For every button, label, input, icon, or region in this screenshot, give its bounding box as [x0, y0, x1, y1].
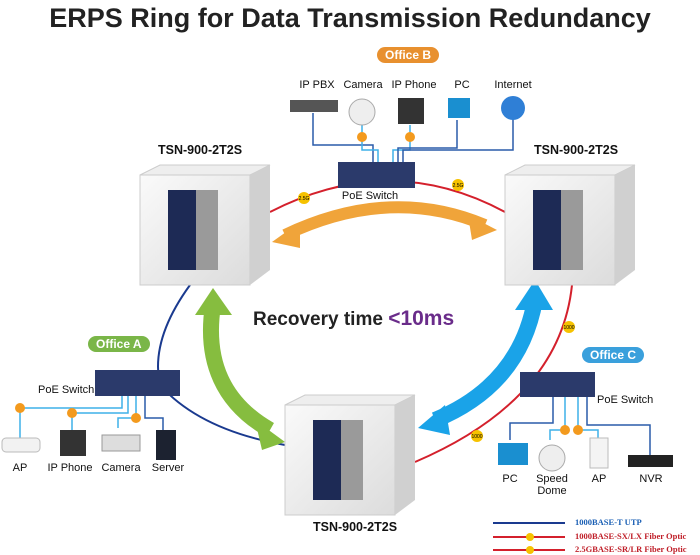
office-c-endpoint: Dome	[537, 485, 567, 497]
office-b-endpoint: IP Phone	[391, 79, 437, 91]
office-a-endpoint: IP Phone	[47, 462, 93, 474]
tsn-switch-left	[139, 164, 271, 286]
office-b-endpoint: Camera	[343, 79, 383, 91]
blue-arrow	[431, 298, 543, 428]
office-b-badge: Office B	[377, 47, 440, 63]
office-a-endpoint: Camera	[101, 462, 141, 474]
recovery-value: <10ms	[388, 307, 455, 330]
office-c-endpoint: Speed	[536, 473, 568, 485]
recovery-time: Recovery time <10ms	[253, 307, 454, 331]
internet-globe-icon	[501, 96, 525, 120]
tsn-bottom-label: TSN-900-2T2S	[312, 520, 398, 534]
poe-switch-a	[95, 370, 180, 396]
tsn-switch-bottom	[284, 394, 416, 516]
link-badges: 2.5G 2.5G 1000 1000	[15, 132, 583, 442]
office-a-badge: Office A	[88, 336, 150, 352]
office-a-endpoint: AP	[12, 462, 28, 474]
office-c-endpoint: PC	[502, 473, 518, 485]
recovery-label: Recovery time	[253, 309, 383, 330]
speed-dome-icon	[538, 444, 566, 472]
green-arrowhead-bottom	[255, 420, 285, 450]
poe-switch-c	[520, 372, 595, 397]
blue-arrowhead-bottom	[418, 405, 450, 435]
office-c-endpoint: AP	[591, 473, 607, 485]
office-b-endpoint: Internet	[494, 79, 532, 91]
legend-25g-fiber: 2.5GBASE-SR/LR Fiber Optic	[575, 544, 687, 554]
ip-phone-icon-a	[60, 430, 86, 456]
poe-switch-b	[338, 162, 415, 188]
office-c-switch-label: PoE Switch	[597, 394, 654, 406]
tsn-left-label: TSN-900-2T2S	[157, 143, 243, 157]
blue-arrowhead-top	[515, 280, 553, 310]
camera-icon-a	[101, 434, 141, 452]
tsn-switch-right	[504, 164, 636, 286]
page-title: ERPS Ring for Data Transmission Redundan…	[49, 3, 651, 33]
office-b-switch-label: PoE Switch	[341, 190, 399, 202]
svg-text:1000: 1000	[471, 434, 482, 440]
ip-pbx-icon	[290, 100, 338, 112]
svg-text:1000: 1000	[563, 325, 574, 331]
office-b-endpoint: IP PBX	[299, 79, 335, 91]
green-arrowhead-top	[195, 288, 232, 315]
office-a-endpoint: Server	[151, 462, 185, 474]
orange-arrowhead-right	[468, 215, 497, 240]
pc-icon	[448, 98, 470, 118]
orange-double-arrow	[282, 201, 488, 241]
ip-phone-icon	[398, 98, 424, 124]
office-b-endpoint: PC	[454, 79, 470, 91]
office-a-links	[19, 395, 164, 438]
office-c-badge: Office C	[582, 347, 645, 363]
server-icon	[156, 430, 176, 460]
office-c-links	[509, 395, 651, 455]
pc-icon-c	[498, 443, 528, 465]
orange-arrowhead-left	[272, 222, 300, 248]
office-c-endpoint: NVR	[639, 473, 663, 485]
legend-lines	[493, 522, 565, 554]
legend-utp: 1000BASE-T UTP	[575, 517, 642, 527]
office-a-switch-label: PoE Switch	[38, 384, 95, 396]
camera-icon	[348, 98, 376, 126]
svg-text:2.5G: 2.5G	[299, 196, 310, 202]
tsn-right-label: TSN-900-2T2S	[533, 143, 619, 157]
nvr-icon	[628, 455, 673, 467]
svg-text:2.5G: 2.5G	[453, 183, 464, 189]
legend-1000-fiber: 1000BASE-SX/LX Fiber Optic	[575, 531, 687, 541]
ap-icon-a	[1, 437, 41, 453]
office-b-links	[312, 113, 514, 162]
ap-icon-c	[589, 437, 609, 469]
